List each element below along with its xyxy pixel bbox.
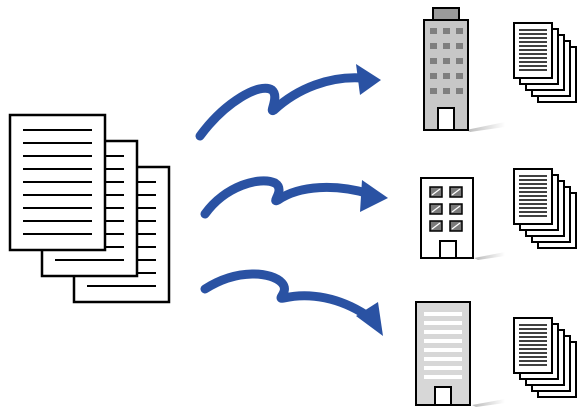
small-office-building-icon (420, 177, 505, 260)
arrow-middle-icon (200, 176, 375, 219)
received-document-stack-3-icon (514, 318, 576, 397)
arrow-bottom-icon (200, 269, 371, 320)
transmission-arrows (195, 64, 388, 336)
received-document-stack-1-icon (514, 23, 576, 102)
arrow-top-head-icon (356, 64, 381, 95)
arrow-bottom-head-icon (356, 302, 383, 336)
arrow-top-icon (195, 73, 367, 141)
tall-office-building-icon (423, 7, 505, 132)
arrow-middle-head-icon (360, 180, 388, 212)
grey-office-building-icon (415, 301, 505, 407)
source-document-stack-icon (8, 113, 171, 304)
received-document-stack-2-icon (514, 169, 576, 248)
